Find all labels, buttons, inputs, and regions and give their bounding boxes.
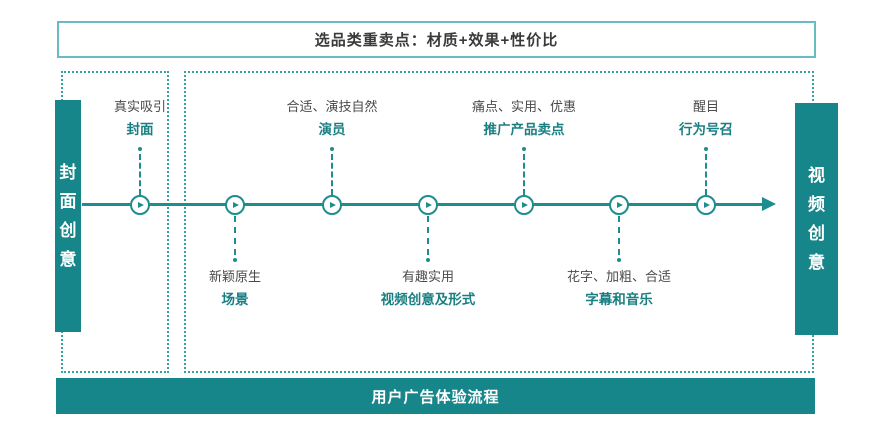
cover-creative-box: 封面创意 [55, 100, 81, 332]
title-box: 选品类重卖点：材质+效果+性价比 [57, 21, 816, 58]
page-title: 选品类重卖点：材质+效果+性价比 [314, 32, 559, 49]
bottom-bar-label: 用户广告体验流程 [371, 388, 500, 406]
video-creative-label: 视频创意 [808, 166, 825, 272]
bottom-bar: 用户广告体验流程 [56, 378, 815, 414]
cover-creative-label: 封面创意 [59, 163, 77, 269]
arrow-right-icon [762, 197, 776, 211]
timeline-axis [82, 203, 764, 206]
video-creative-section-frame [184, 71, 814, 373]
video-creative-box: 视频创意 [795, 103, 838, 335]
